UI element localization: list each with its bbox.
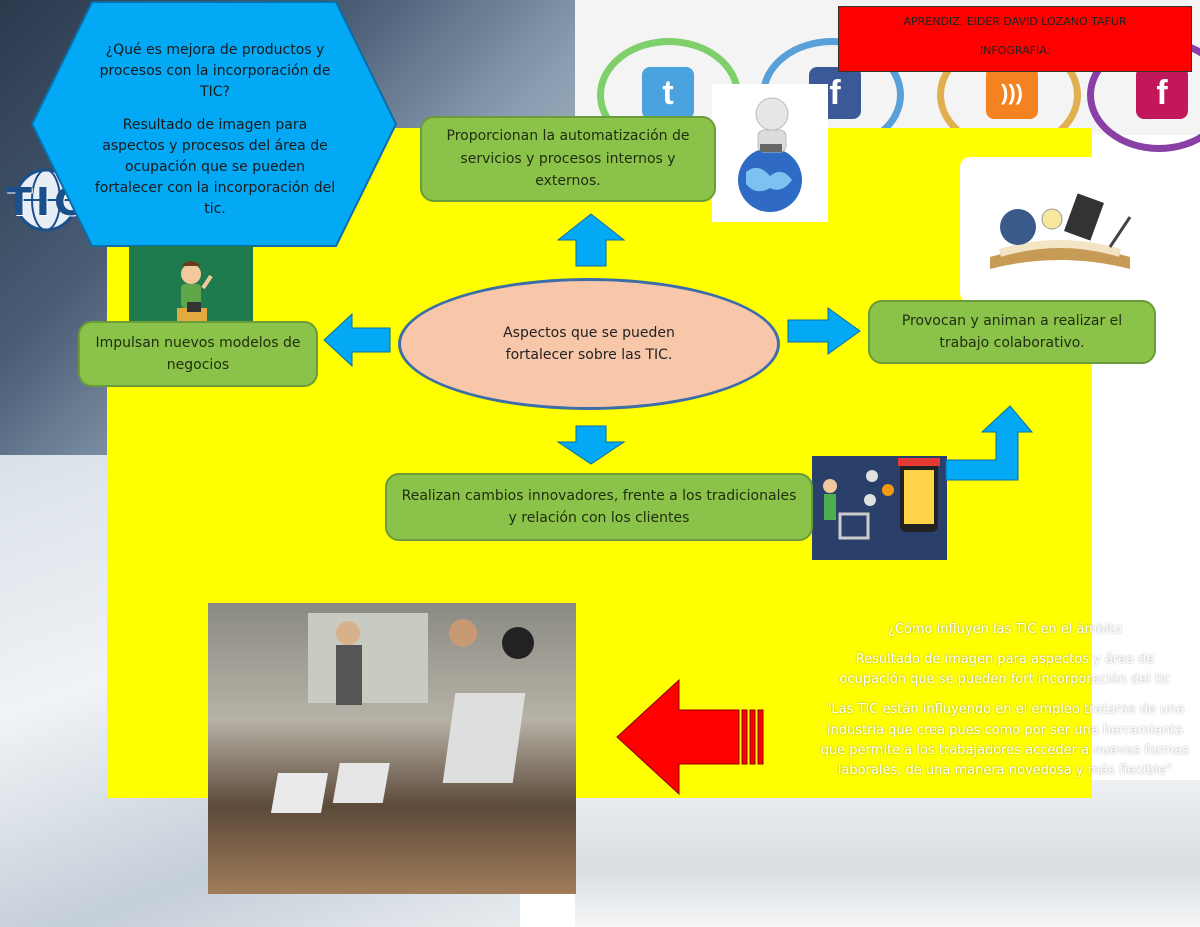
arrow-bent-up — [945, 405, 1034, 481]
overlay-quote: "Las TIC están influyendo en el empleo t… — [820, 702, 1190, 778]
facebook-icon: f — [1136, 67, 1188, 119]
box-left: Impulsan nuevos modelos de negocios — [78, 321, 318, 387]
rss-icon: ))) — [986, 67, 1038, 119]
meeting-photo — [208, 603, 576, 894]
hexagon-answer: Resultado de imagen para aspectos y proc… — [94, 117, 336, 217]
overlay-result: Resultado de imagen para aspectos y área… — [839, 652, 1171, 688]
twitter-icon: t — [642, 67, 694, 119]
arrow-right — [787, 307, 861, 355]
hexagon-shape: ¿Qué es mejora de productos y procesos c… — [30, 0, 398, 248]
arrow-down — [556, 425, 626, 465]
box-top: Proporcionan la automatización de servic… — [420, 116, 716, 202]
center-oval: Aspectos que se pueden fortalecer sobre … — [398, 278, 780, 410]
author-title: INFOGRAFIA. — [979, 44, 1051, 57]
shopping-image — [812, 456, 947, 560]
arrow-left — [323, 312, 391, 368]
box-bottom: Realizan cambios innovadores, frente a l… — [385, 473, 813, 541]
book-devices-image — [960, 157, 1160, 303]
author-name: APRENDIZ. EIDER DAVID LOZANO TAFUR — [903, 15, 1127, 28]
globe-person-image — [712, 84, 828, 222]
overlay-question: ¿Cómo influyen las TIC en el ámbito — [887, 622, 1123, 637]
hexagon-question: ¿Qué es mejora de productos y procesos c… — [99, 42, 331, 100]
arrow-up — [556, 213, 626, 267]
author-box: APRENDIZ. EIDER DAVID LOZANO TAFUR INFOG… — [838, 6, 1192, 72]
box-right: Provocan y animan a realizar el trabajo … — [868, 300, 1156, 364]
rss-ring: ))) — [937, 38, 1081, 152]
background-photo-laptop — [575, 780, 1200, 927]
arrow-red-left — [616, 678, 764, 796]
overlay-text-block: ¿Cómo influyen las TIC en el ámbito Resu… — [820, 620, 1190, 781]
